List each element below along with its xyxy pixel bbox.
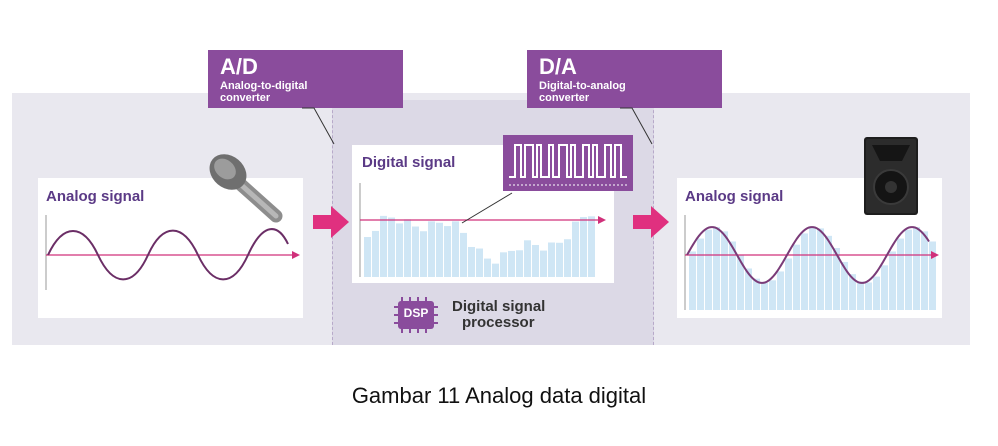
- digital-bars-bar: [396, 223, 403, 277]
- analog-output-bars-bar: [761, 282, 768, 310]
- analog-output-bars-bar: [777, 271, 784, 310]
- dsp-chip-icon: [394, 297, 438, 333]
- analog-output-bars-bar: [921, 231, 928, 310]
- ad-subtitle-line2: converter: [220, 92, 271, 104]
- dsp-chip-label: DSP: [403, 306, 429, 320]
- digital-bars-bar: [372, 230, 379, 277]
- digital-bars-bar: [500, 252, 507, 277]
- analog-output-bars-bar: [793, 244, 800, 310]
- analog-output-axis-arrow: [931, 251, 939, 259]
- da-converter-label: D/A Digital-to-analog converter: [527, 50, 722, 108]
- analog-output-title: Analog signal: [685, 188, 784, 205]
- ad-subtitle-line1: Analog-to-digital: [220, 80, 308, 92]
- dsp-label-line2: processor: [462, 314, 535, 331]
- analog-output-bars-bar: [721, 231, 728, 310]
- digital-bars-bar: [548, 242, 555, 277]
- ad-converter-label: A/D Analog-to-digital converter: [208, 50, 403, 108]
- analog-output-bars-bar: [689, 251, 696, 310]
- analog-output-bars-bar: [873, 276, 880, 310]
- analog-output-bars-bar: [809, 227, 816, 310]
- analog-output-wave: [686, 226, 930, 284]
- digital-bars-bar: [420, 231, 427, 277]
- digital-bars-bar: [532, 244, 539, 277]
- analog-output-bars-bar: [825, 235, 832, 310]
- bitstream-pointer-line: [461, 192, 513, 224]
- ad-pointer-line: [302, 107, 335, 145]
- digital-bars-plot: [359, 183, 606, 277]
- digital-bars-bar: [564, 239, 571, 277]
- speaker-icon: [864, 137, 918, 215]
- da-subtitle-line2: converter: [539, 92, 590, 104]
- analog-output-bars-bar: [705, 229, 712, 310]
- arrow-to-analog-icon: [633, 206, 669, 238]
- analog-output-bars-bar: [929, 241, 936, 310]
- digital-bars: [364, 215, 595, 277]
- da-title: D/A: [539, 54, 577, 79]
- analog-output-bars-bar: [817, 228, 824, 310]
- analog-output-plot: [684, 215, 939, 310]
- analog-output-bars-bar: [753, 278, 760, 310]
- da-pointer-line: [620, 107, 653, 145]
- analog-output-bars-bar: [849, 274, 856, 310]
- figure-caption: Gambar 11 Analog data digital: [351, 383, 647, 408]
- digital-bars-bar: [476, 248, 483, 277]
- digital-bars-bar: [540, 250, 547, 277]
- digital-bars-bar: [364, 237, 371, 277]
- analog-input-wave: [47, 228, 289, 281]
- digital-bars-bar: [588, 216, 595, 277]
- digital-bars-bar: [572, 221, 579, 277]
- digital-bars-bar: [428, 221, 435, 277]
- analog-output-bars-bar: [729, 241, 736, 310]
- bitstream-box: [503, 135, 633, 191]
- digital-signal-title: Digital signal: [362, 154, 456, 171]
- analog-input-title: Analog signal: [46, 188, 145, 205]
- analog-output-bars-bar: [865, 282, 872, 310]
- analog-output-bars-bar: [737, 255, 744, 310]
- digital-bars-bar: [556, 242, 563, 277]
- bitstream-icon: [509, 144, 627, 186]
- digital-bars-bar: [452, 221, 459, 277]
- digital-bars-bar: [436, 222, 443, 277]
- analog-output-bars-bar: [801, 233, 808, 310]
- analog-output-bars: [689, 227, 936, 310]
- analog-output-bars-bar: [785, 258, 792, 310]
- analog-output-bars-bar: [697, 238, 704, 310]
- digital-bars-bar: [508, 250, 515, 277]
- digital-bars-bar: [444, 226, 451, 277]
- da-subtitle-line1: Digital-to-analog: [539, 80, 626, 92]
- analog-output-bars-bar: [889, 251, 896, 310]
- digital-bars-bar: [388, 217, 395, 277]
- digital-bars-bar: [380, 215, 387, 277]
- analog-output-bars-bar: [841, 261, 848, 310]
- analog-output-bars-bar: [913, 227, 920, 310]
- analog-output-bars-bar: [897, 238, 904, 310]
- digital-bars-bar: [460, 232, 467, 277]
- digital-bars-bar: [412, 226, 419, 277]
- analog-output-bars-bar: [857, 281, 864, 310]
- analog-output-bars-bar: [833, 248, 840, 310]
- digital-bars-bar: [516, 250, 523, 277]
- digital-bars-bar: [468, 246, 475, 277]
- digital-bars-bar: [484, 258, 491, 277]
- digital-bars-bar: [492, 263, 499, 277]
- analog-output-bars-bar: [713, 227, 720, 310]
- analog-output-bars-bar: [905, 229, 912, 310]
- digital-bars-bar: [404, 219, 411, 277]
- dsp-label-line1: Digital signal: [452, 298, 546, 315]
- digital-bars-bar: [580, 217, 587, 277]
- analog-output-panel: Analog signal: [677, 178, 942, 318]
- digital-bars-bar: [524, 240, 531, 277]
- analog-output-bars-bar: [769, 280, 776, 310]
- analog-input-wave-plot: [45, 215, 300, 290]
- analog-output-bars-bar: [881, 265, 888, 310]
- arrow-to-digital-icon: [313, 206, 349, 238]
- ad-title: A/D: [220, 54, 258, 79]
- microphone-icon: [209, 154, 283, 223]
- analog-output-bars-bar: [745, 268, 752, 310]
